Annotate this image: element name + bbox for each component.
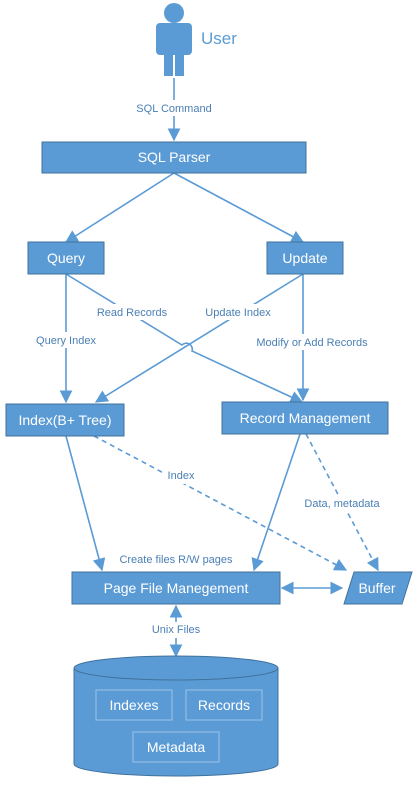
node-index-tree: Index(B+ Tree) — [5, 403, 125, 437]
edge-update-to-index — [94, 273, 304, 403]
label-create-files: Create files R/W pages — [119, 554, 233, 566]
node-buffer: Buffer — [343, 571, 413, 605]
label-index: Index — [168, 470, 195, 482]
user-label: User — [201, 29, 237, 48]
index-tree-label: Index(B+ Tree) — [19, 412, 112, 428]
node-record-management: Record Management — [221, 401, 389, 435]
storage-indexes: Indexes — [95, 689, 173, 721]
metadata-label: Metadata — [147, 739, 206, 755]
edge-parser-to-update — [173, 172, 305, 243]
edge-parser-to-query — [64, 172, 175, 243]
label-sql-command: SQL Command — [136, 103, 211, 115]
storage-records: Records — [185, 689, 263, 721]
update-label: Update — [282, 250, 327, 266]
label-unix-files: Unix Files — [152, 624, 201, 636]
label-read-records: Read Records — [97, 307, 168, 319]
node-sql-parser: SQL Parser — [41, 141, 307, 174]
label-data-metadata: Data, metadata — [304, 498, 380, 510]
records-label: Records — [198, 697, 250, 713]
edge-record-to-pagefile — [251, 433, 301, 572]
person-icon — [156, 3, 192, 76]
sql-parser-label: SQL Parser — [138, 149, 211, 165]
edge-index-to-buffer — [93, 435, 348, 571]
node-query: Query — [27, 241, 105, 275]
record-management-label: Record Management — [240, 410, 371, 426]
node-update: Update — [266, 241, 344, 275]
label-modify-add-records: Modify or Add Records — [256, 337, 368, 349]
label-query-index: Query Index — [36, 335, 96, 347]
query-label: Query — [47, 250, 85, 266]
page-file-management-label: Page File Manegement — [104, 580, 249, 596]
edge-labels: SQL Command Read Records Update Index Qu… — [30, 100, 390, 638]
database-cylinder-icon — [73, 655, 279, 777]
node-page-file-management: Page File Manegement — [71, 571, 281, 605]
edge-index-to-pagefile — [65, 435, 106, 572]
buffer-label: Buffer — [358, 580, 395, 596]
storage-metadata: Metadata — [132, 731, 220, 763]
label-update-index: Update Index — [205, 307, 271, 319]
indexes-label: Indexes — [109, 697, 158, 713]
